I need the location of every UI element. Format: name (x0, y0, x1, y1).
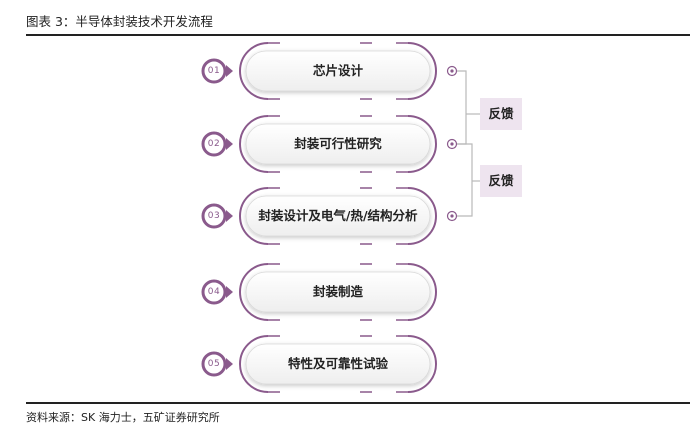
step-number-circle (201, 203, 227, 229)
feedback-connectors (446, 65, 480, 222)
outer-arc-right (407, 335, 437, 393)
connector-dot-core (450, 69, 454, 73)
step-number-circle (201, 279, 227, 305)
outer-arc-left (239, 42, 269, 100)
figure-title: 图表 3：半导体封装技术开发流程 (26, 14, 213, 29)
step-pill (245, 343, 431, 385)
step-number-2: 02 (207, 139, 221, 149)
arrow-icon (226, 210, 233, 222)
feedback-box-1: 反馈 (480, 98, 522, 130)
step-number-3: 03 (207, 211, 221, 221)
outer-arc-left (239, 115, 269, 173)
step-3 (201, 187, 437, 245)
step-5 (201, 335, 437, 393)
arrow-icon (226, 138, 233, 150)
step-label-1: 芯片设计 (312, 63, 363, 78)
feedback-bracket-2 (457, 143, 473, 217)
outer-arc-right (407, 115, 437, 173)
step-number-circle (201, 351, 227, 377)
step-label-5: 特性及可靠性试验 (287, 356, 388, 371)
step-label-3: 封装设计及电气/热/结构分析 (258, 208, 418, 223)
outer-arc-right (407, 263, 437, 321)
step-number-4: 04 (207, 287, 221, 297)
step-4 (201, 263, 437, 321)
connector-dot-core (450, 214, 454, 218)
step-label-4: 封装制造 (312, 284, 363, 299)
step-number-circle (201, 131, 227, 157)
arrow-icon (226, 358, 233, 370)
feedback-bracket-1 (457, 70, 467, 145)
source-note: 资料来源：SK 海力士，五矿证券研究所 (26, 411, 220, 424)
step-pill (245, 195, 431, 237)
step-1 (201, 42, 437, 100)
arrow-icon (226, 65, 233, 77)
step-number-1: 01 (207, 66, 221, 76)
step-number-5: 05 (207, 359, 221, 369)
step-pill (245, 50, 431, 92)
step-number-circle (201, 58, 227, 84)
step-label-2: 封装可行性研究 (294, 136, 382, 151)
outer-arc-left (239, 335, 269, 393)
bottom-rule (26, 402, 690, 404)
arrow-icon (226, 286, 233, 298)
outer-arc-right (407, 42, 437, 100)
outer-arc-left (239, 263, 269, 321)
outer-arc-right (407, 187, 437, 245)
step-pill (245, 271, 431, 313)
step-2 (201, 115, 437, 173)
top-rule (26, 34, 690, 36)
outer-arc-left (239, 187, 269, 245)
step-pill (245, 123, 431, 165)
feedback-box-2: 反馈 (480, 165, 522, 197)
connector-dot-core (450, 142, 454, 146)
